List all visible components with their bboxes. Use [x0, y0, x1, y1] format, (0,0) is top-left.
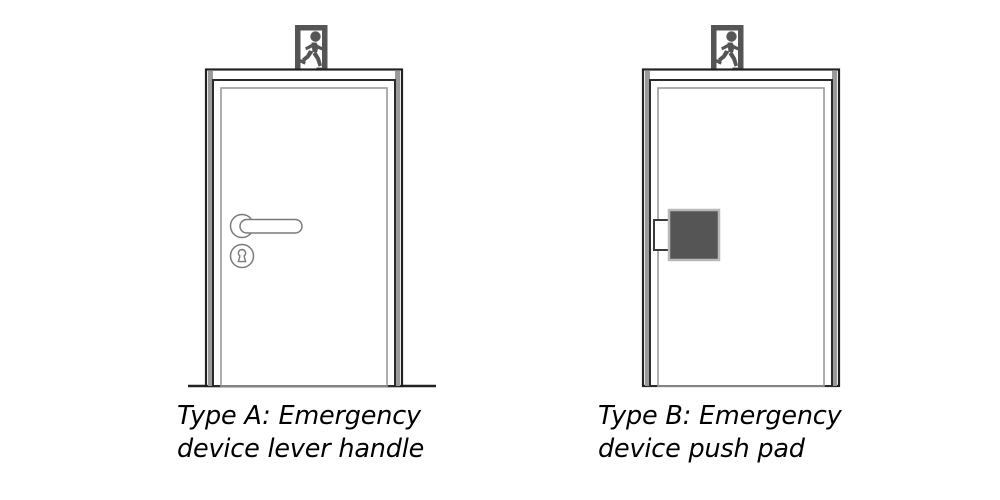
- door-jamb-right: [832, 71, 837, 386]
- door-panel-inset: [220, 87, 388, 387]
- figure-type-b: Type B: Emergency device push pad: [450, 0, 890, 500]
- lever-handle[interactable]: [239, 218, 303, 234]
- caption-type-a: Type A: Emergency device lever handle: [177, 401, 425, 464]
- figure-type-a: Type A: Emergency device lever handle: [0, 0, 440, 500]
- emergency-exit-running-man-icon: [711, 25, 744, 72]
- door-jamb-left: [208, 71, 213, 386]
- push-pad-plate[interactable]: [667, 208, 721, 262]
- door-jamb-left: [645, 71, 650, 386]
- door-with-push-pad: [641, 68, 841, 388]
- lever-handle-hardware[interactable]: [229, 213, 303, 269]
- emergency-exit-running-man-icon: [295, 25, 328, 72]
- push-pad-hardware[interactable]: [653, 208, 721, 262]
- door-jamb-right: [395, 71, 400, 386]
- caption-type-b: Type B: Emergency device push pad: [598, 401, 842, 464]
- door-with-lever-handle: [188, 68, 436, 388]
- keyhole-escutcheon: [229, 243, 255, 269]
- keyhole-icon: [237, 248, 247, 263]
- door-leaf: [649, 79, 833, 387]
